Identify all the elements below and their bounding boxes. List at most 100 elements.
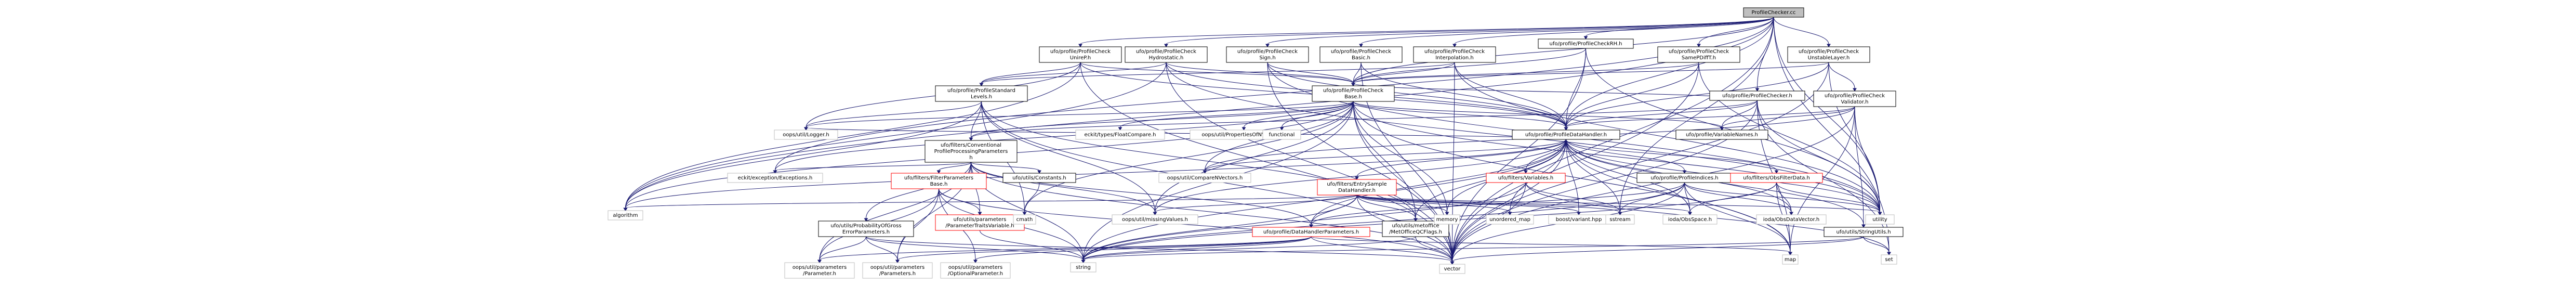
arrowhead xyxy=(1022,212,1027,215)
edge-sign-to-cbase xyxy=(1267,62,1354,84)
node-pparameter: oops/util/parameters/Parameter.h xyxy=(784,262,855,279)
node-label: /ParameterTraitsVariable.h xyxy=(945,223,1014,229)
arrowhead xyxy=(1351,83,1355,86)
node-label: oops/util/missingValues.h xyxy=(1122,217,1188,223)
arrowhead xyxy=(1359,44,1363,47)
node-varnames[interactable]: ufo/profile/VariableNames.h xyxy=(1675,129,1768,140)
edge-indices-to-sstream xyxy=(1620,182,1685,213)
node-paramtraits[interactable]: ufo/utils/parameters/ParameterTraitsVari… xyxy=(935,214,1025,231)
edge-datahandler-to-algorithm xyxy=(625,139,1566,209)
node-stringutils[interactable]: ufo/utils/StringUtils.h xyxy=(1824,227,1904,237)
node-functional: functional xyxy=(1262,129,1301,140)
edge-root-to-sign xyxy=(1267,17,1774,45)
arrowhead xyxy=(1788,252,1792,255)
node-probgross[interactable]: ufo/utils/ProbabilityOfGrossErrorParamet… xyxy=(818,221,914,237)
edge-dhparams-to-map xyxy=(1311,236,1791,253)
edge-probgross-to-string xyxy=(866,236,1084,261)
node-label: oops/util/CompareNVectors.h xyxy=(1167,175,1243,181)
node-box xyxy=(1782,254,1799,265)
node-box xyxy=(1226,46,1309,63)
arrowhead xyxy=(1755,88,1760,92)
node-label: ufo/filters/FilterParameters xyxy=(904,175,973,181)
node-label: ufo/utils/Constants.h xyxy=(1012,175,1066,181)
edge-datahandler-to-sstream xyxy=(1566,139,1620,213)
edge-checker-to-conv xyxy=(971,100,1758,138)
node-label: ufo/profile/ProfileCheck xyxy=(1669,49,1729,55)
nodes-layer: ProfileChecker.cc ufo/profile/ProfileChec… xyxy=(607,7,1904,279)
arrowhead xyxy=(1697,44,1701,47)
arrowhead xyxy=(1853,88,1857,92)
edge-interp-to-datahandler xyxy=(1454,62,1566,128)
edge-unstable-to-cbase xyxy=(1353,62,1829,84)
arrowhead xyxy=(895,260,900,263)
node-label: ProfileChecker.cc xyxy=(1751,10,1795,16)
arrowhead xyxy=(1583,36,1588,40)
node-box xyxy=(1319,46,1403,63)
node-box xyxy=(1675,129,1768,140)
node-variables[interactable]: ufo/filters/Variables.h xyxy=(1486,173,1566,183)
node-box xyxy=(1312,85,1395,102)
edge-probgross-to-pparameter xyxy=(819,236,866,261)
node-constants[interactable]: ufo/utils/Constants.h xyxy=(1002,173,1076,183)
edge-obsfilter-to-obsdatavec xyxy=(1776,182,1792,213)
node-label: ErrorParameters.h xyxy=(842,229,890,235)
arrowhead xyxy=(1078,44,1082,47)
node-datahandler[interactable]: ufo/profile/ProfileDataHandler.h xyxy=(1512,129,1620,140)
node-root[interactable]: ProfileChecker.cc xyxy=(1743,7,1804,18)
node-label: ufo/profile/ProfileCheck xyxy=(1825,93,1885,99)
arrowhead xyxy=(1203,170,1207,174)
node-label: /OptionalParameter.h xyxy=(948,271,1003,277)
arrowhead xyxy=(1164,44,1168,47)
edge-interp-to-cbase xyxy=(1353,62,1455,84)
node-box xyxy=(924,140,1018,163)
node-label: ufo/utils/ProbabilityOfGross xyxy=(830,223,901,229)
node-obsfilter[interactable]: ufo/filters/ObsFilterData.h xyxy=(1730,173,1823,183)
node-set: set xyxy=(1881,254,1897,265)
edge-probgross-to-vector xyxy=(866,236,1452,262)
node-label: oops/util/Logger.h xyxy=(783,132,829,138)
node-poptional: oops/util/parameters/OptionalParameter.h xyxy=(940,262,1011,279)
node-box xyxy=(607,210,643,221)
edge-validator-to-vector xyxy=(1452,106,1855,262)
edge-unstable-to-vector xyxy=(1452,62,1829,262)
edge-conv-to-constants xyxy=(971,162,1040,171)
edge-obsfilter-to-obsspace xyxy=(1689,182,1777,213)
edge-cbase-to-conv xyxy=(971,101,1354,138)
node-box xyxy=(1824,227,1904,237)
node-cmath: cmath xyxy=(1013,214,1036,225)
edge-datahandler-to-compvec xyxy=(1205,139,1566,171)
node-dhparams[interactable]: ufo/profile/DataHandlerParameters.h xyxy=(1252,227,1370,237)
node-box xyxy=(1002,173,1076,183)
node-label: memory xyxy=(1436,217,1458,223)
node-conv[interactable]: ufo/filters/ConventionalProfileProcessin… xyxy=(924,140,1018,163)
edge-conv-to-probgross xyxy=(866,162,971,219)
edge-validator-to-utility xyxy=(1854,106,1880,213)
node-box xyxy=(1252,227,1370,237)
arrowhead xyxy=(1861,224,1866,228)
node-checker[interactable]: ufo/profile/ProfileChecker.h xyxy=(1709,90,1805,101)
node-label: oops/util/PropertiesOfNVectors.h xyxy=(1201,132,1286,138)
edges-layer xyxy=(623,17,1891,265)
edge-validator-to-datahandler xyxy=(1566,106,1855,128)
node-indices[interactable]: ufo/profile/ProfileIndices.h xyxy=(1636,173,1733,183)
node-string: string xyxy=(1070,262,1097,273)
edge-dhparams-to-pparameters xyxy=(897,236,1312,261)
arrowhead xyxy=(1355,176,1359,180)
node-label: UnireP.h xyxy=(1070,55,1091,61)
node-box xyxy=(891,173,987,189)
node-box xyxy=(1605,214,1635,225)
node-rh[interactable]: ufo/profile/ProfileCheckRH.h xyxy=(1538,38,1634,49)
node-label: DataHandler.h xyxy=(1338,188,1376,193)
